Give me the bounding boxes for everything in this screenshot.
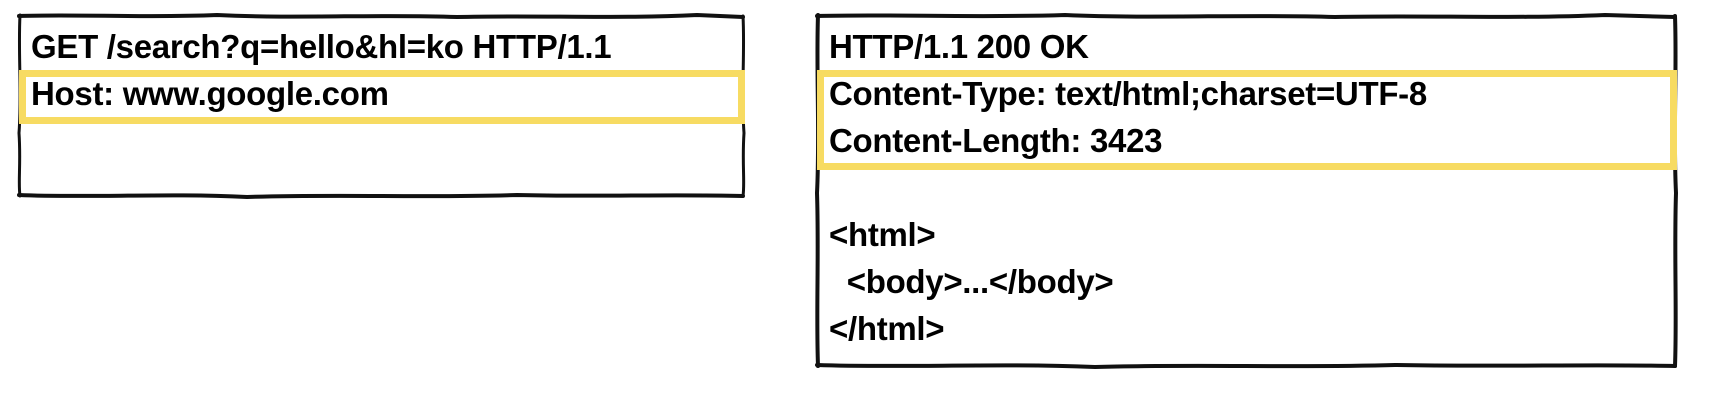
response-line-1: Content-Type: text/html;charset=UTF-8 (829, 75, 1427, 112)
request-line-1: Host: www.google.com (31, 75, 389, 112)
http-response-panel: HTTP/1.1 200 OK Content-Type: text/html;… (815, 13, 1678, 369)
response-line-0: HTTP/1.1 200 OK (829, 28, 1089, 65)
response-line-2: Content-Length: 3423 (829, 122, 1163, 159)
response-lines: HTTP/1.1 200 OK Content-Type: text/html;… (829, 23, 1675, 352)
response-line-4: <html> (829, 216, 936, 253)
response-line-3 (829, 164, 1675, 211)
http-request-panel: GET /search?q=hello&hl=ko HTTP/1.1 Host:… (17, 13, 746, 199)
response-line-6: </html> (829, 310, 945, 347)
request-line-2 (31, 117, 743, 164)
request-lines: GET /search?q=hello&hl=ko HTTP/1.1 Host:… (31, 23, 743, 164)
response-line-5: <body>...</body> (829, 263, 1114, 300)
request-line-0: GET /search?q=hello&hl=ko HTTP/1.1 (31, 28, 612, 65)
